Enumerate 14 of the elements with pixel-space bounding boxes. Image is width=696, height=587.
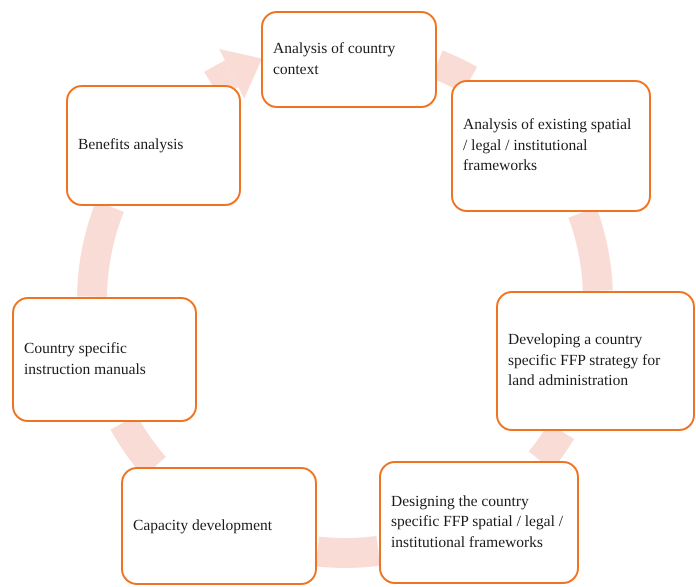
step-label: Analysis of existing spatial / legal / institutional frameworks xyxy=(463,115,632,176)
process-box xyxy=(451,80,651,212)
step-label: Country specific instruction manuals xyxy=(24,339,147,380)
process-box xyxy=(12,297,197,422)
process-box xyxy=(261,11,437,108)
process-box xyxy=(496,291,695,431)
step-label: Designing the country specific FFP spatial / legal / institutional frameworks xyxy=(391,492,564,553)
step-label: Benefits analysis xyxy=(78,135,184,156)
step-label: Analysis of country context xyxy=(273,39,396,80)
step-label: Capacity development xyxy=(133,516,272,536)
step-label: Developing a country specific FFP strategy for land administration xyxy=(508,330,662,392)
process-box xyxy=(66,85,241,206)
process-box xyxy=(379,461,579,584)
process-box xyxy=(121,467,317,585)
